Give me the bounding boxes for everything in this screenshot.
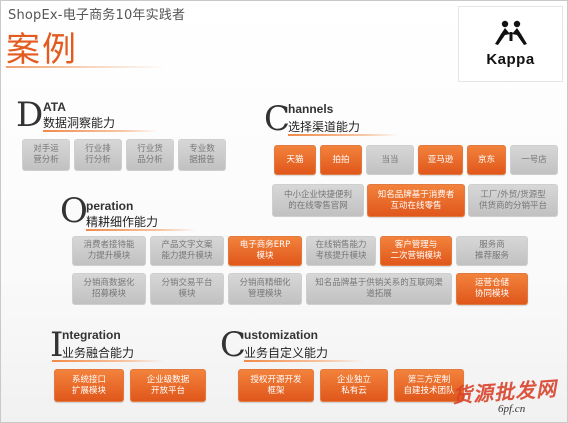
customization-underline <box>244 360 364 362</box>
slide-subtitle: ShopEx-电子商务10年实践者 <box>8 8 186 23</box>
integration-underline <box>52 360 164 362</box>
customization-module: 授权开源开发 框架 <box>238 369 314 402</box>
operation-module: 分销商精细化 管理模块 <box>228 273 302 305</box>
channel-dangdang: 当当 <box>366 145 414 175</box>
customization-module: 第三方定制 自建技术团队 <box>394 369 464 402</box>
operation-module: 服务商 推荐服务 <box>456 236 528 266</box>
channel-tmall: 天猫 <box>274 145 316 175</box>
channel-sme-store: 中小企业快捷便利 的在线零售官网 <box>272 184 364 217</box>
kappa-logo: Kappa <box>458 6 563 82</box>
data-module: 专业数 据报告 <box>178 139 226 171</box>
data-module: 行业排 行分析 <box>74 139 122 171</box>
data-underline <box>43 130 158 132</box>
operation-underline <box>86 229 196 231</box>
operation-big-letter: O <box>60 191 88 231</box>
channel-jd: 京东 <box>467 145 506 175</box>
channel-brand-retail: 知名品牌基于消费者 互动在线零售 <box>367 184 465 217</box>
data-big-letter: D <box>16 95 44 135</box>
integration-module: 企业级数据 开放平台 <box>130 369 206 402</box>
channels-big-letter: C <box>264 99 291 139</box>
slide-title: 案例 <box>6 30 78 70</box>
integration-heading-cn: 业务融合能力 <box>62 346 135 360</box>
integration-module: 系统接口 扩展模块 <box>54 369 124 402</box>
channels-heading-en: hannels <box>288 102 334 116</box>
customization-module: 企业独立 私有云 <box>320 369 388 402</box>
integration-heading-en: ntegration <box>62 328 121 342</box>
data-heading-cn: 数据洞察能力 <box>43 116 116 130</box>
operation-module-warehouse: 运营仓储 协同模块 <box>456 273 528 305</box>
title-rule <box>6 66 166 68</box>
operation-module: 知名品牌基于供销关系的互联网渠 道拓展 <box>306 273 452 305</box>
channel-amazon: 亚马逊 <box>418 145 463 175</box>
operation-heading-cn: 精耕细作能力 <box>86 215 159 229</box>
channel-paipai: 拍拍 <box>320 145 362 175</box>
data-module: 行业货 品分析 <box>126 139 174 171</box>
operation-module: 消费者接待能 力提升模块 <box>72 236 146 266</box>
operation-module-crm: 客户管理与 二次营销模块 <box>380 236 452 266</box>
operation-heading-en: peration <box>86 199 134 213</box>
kappa-figures-icon <box>495 20 527 45</box>
operation-module: 产品文字文案 能力提升模块 <box>150 236 224 266</box>
logo-wordmark: Kappa <box>486 51 535 68</box>
watermark-url: 6pf.cn <box>498 403 526 415</box>
channel-yhd: 一号店 <box>510 145 558 175</box>
integration-big-letter: I <box>50 325 64 365</box>
channels-underline <box>288 134 398 136</box>
operation-module: 在线销售能力 考核提升模块 <box>306 236 376 266</box>
customization-heading-cn: 业务自定义能力 <box>244 346 329 360</box>
customization-heading-en: ustomization <box>244 328 318 342</box>
operation-module: 分销商数据化 招募模块 <box>72 273 146 305</box>
operation-module-erp: 电子商务ERP 模块 <box>228 236 302 266</box>
data-heading-en: ATA <box>43 100 66 114</box>
data-module: 对手运 营分析 <box>22 139 70 171</box>
channel-distribution-platform: 工厂/外贸/货源型 供货商的分销平台 <box>468 184 558 217</box>
operation-module: 分销交易平台 模块 <box>150 273 224 305</box>
channels-heading-cn: 选择渠道能力 <box>288 120 361 134</box>
customization-big-letter: C <box>220 325 247 365</box>
